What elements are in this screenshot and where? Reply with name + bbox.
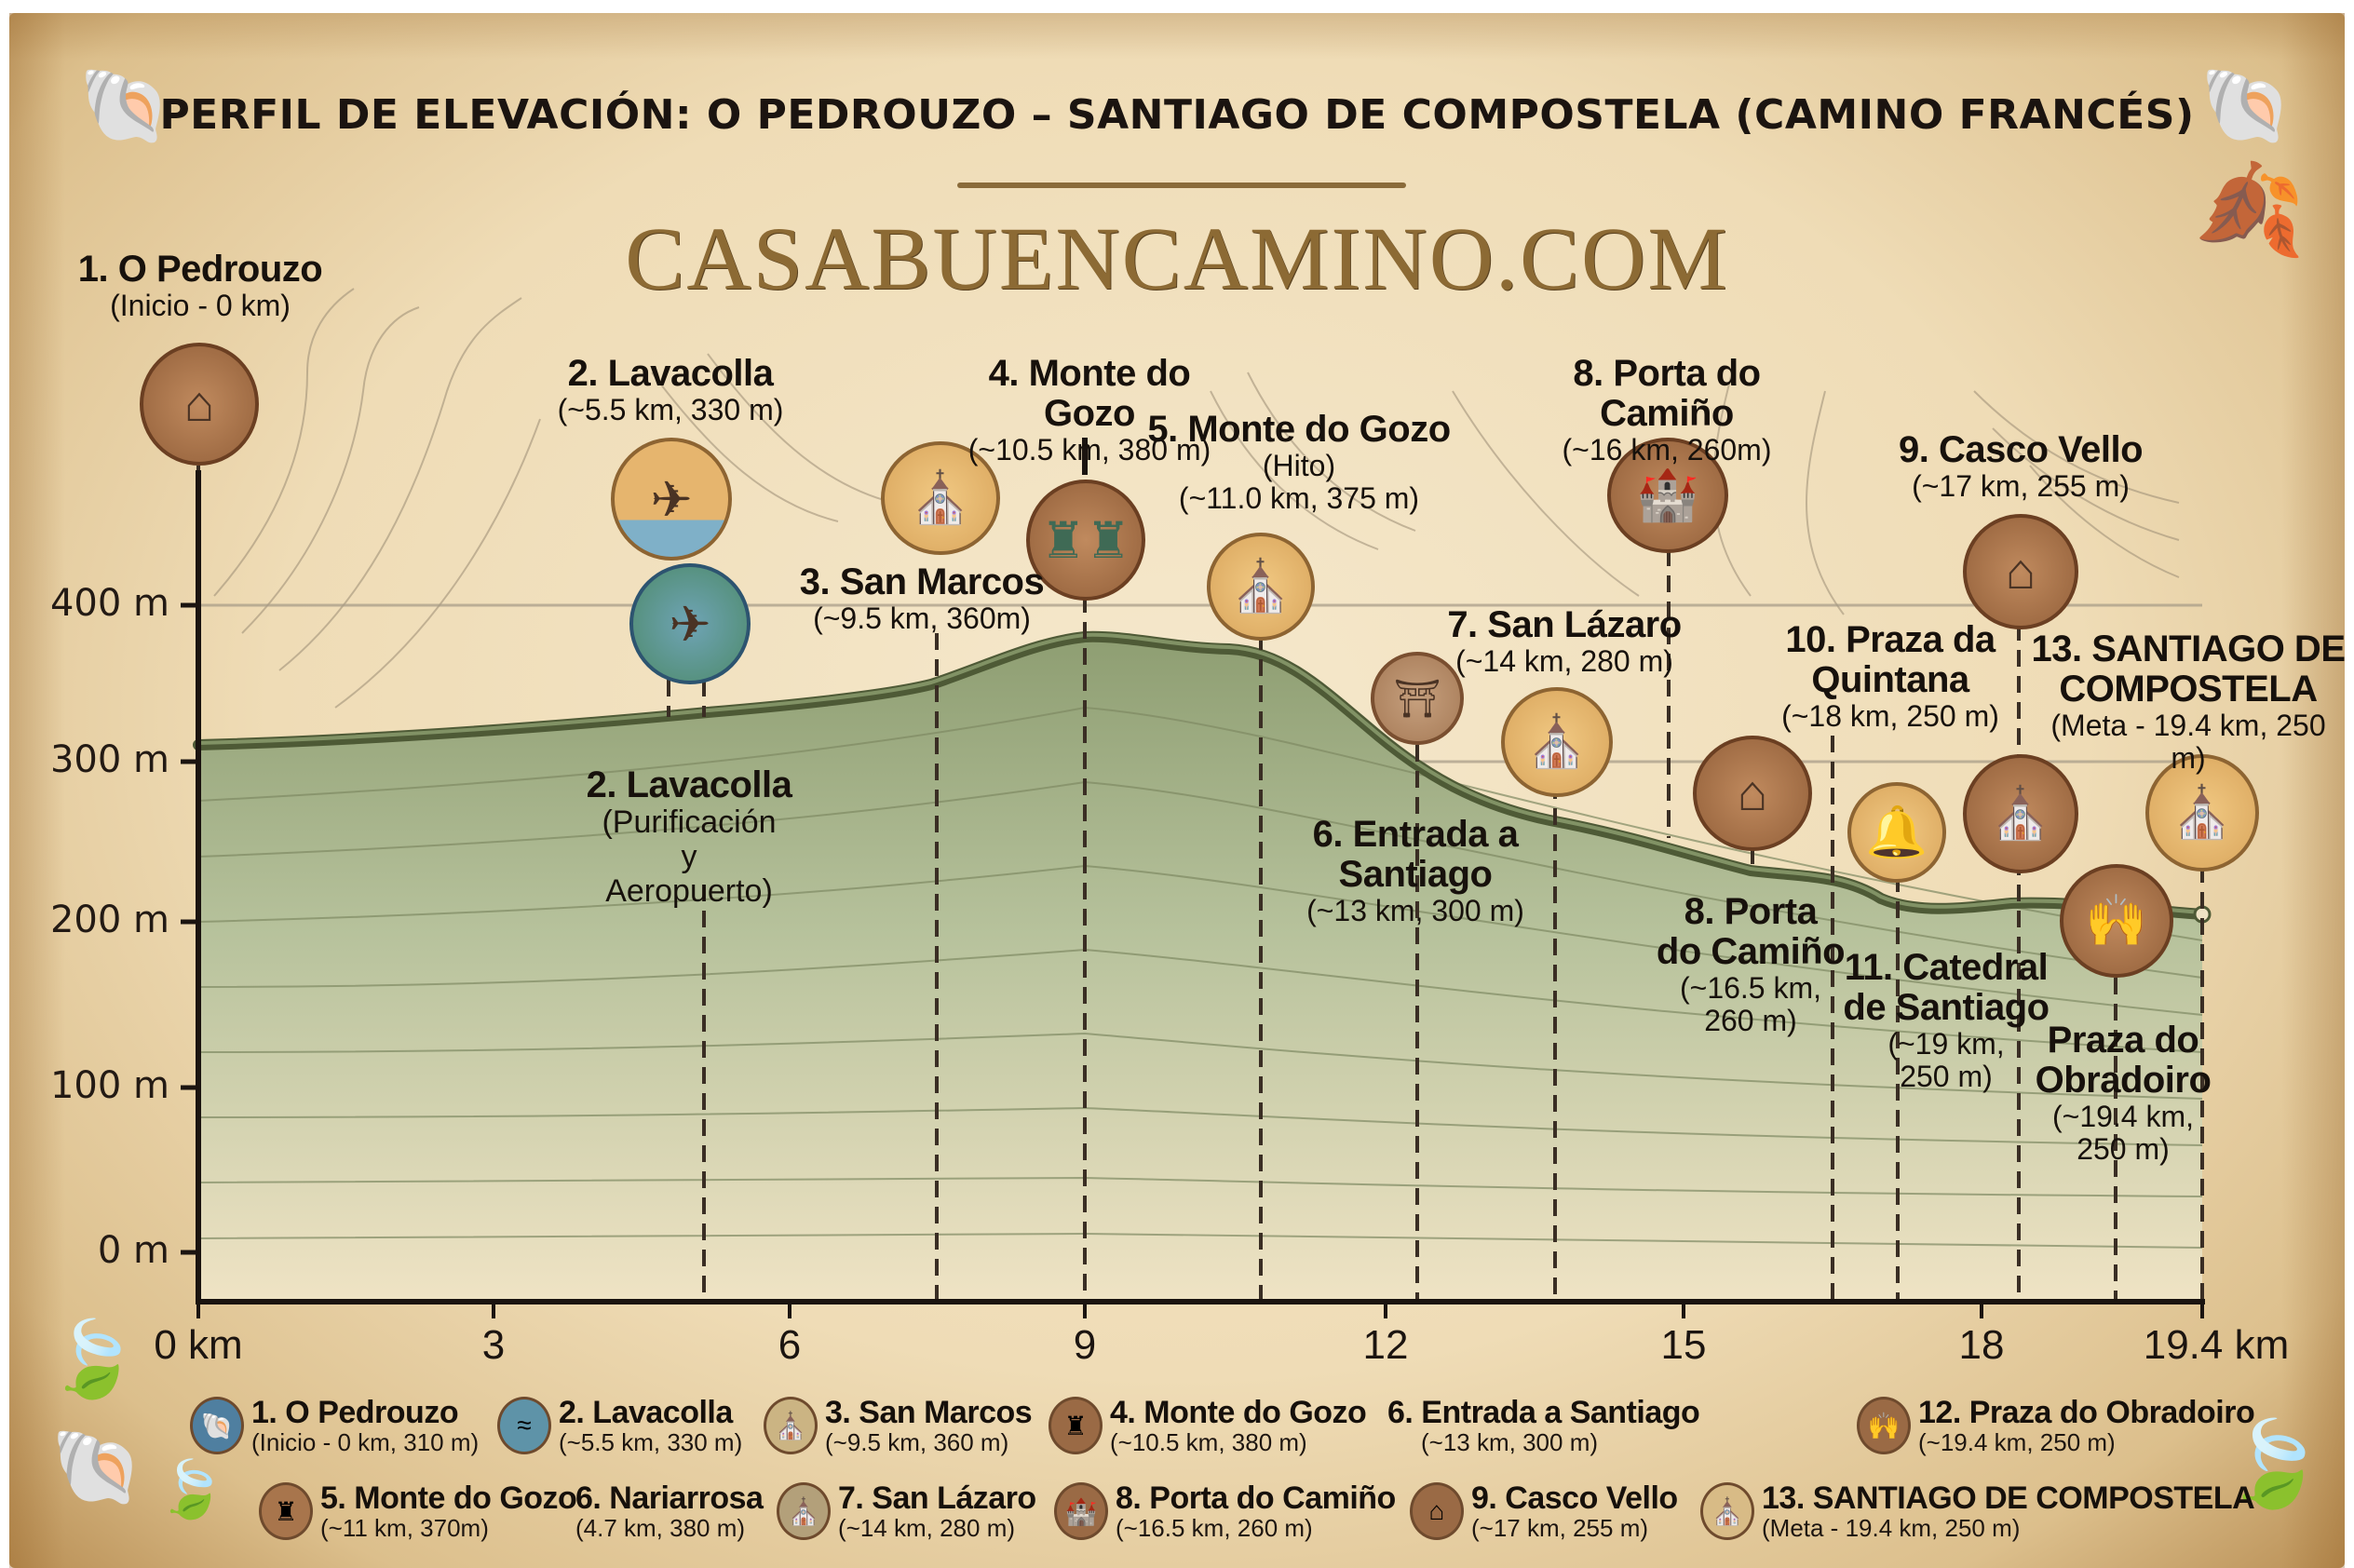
- scallop-shell-icon: 🐚: [2199, 64, 2293, 147]
- legend-item: ⛪ 3. San Marcos(~9.5 km, 360 m): [764, 1396, 1033, 1455]
- old-town-icon: ⌂: [1410, 1482, 1464, 1540]
- topographic-contours: [213, 288, 2180, 709]
- city-gate-icon: 🏰: [1054, 1482, 1108, 1540]
- airplane-icon: ✈: [611, 438, 732, 561]
- x-tick-label: 19.4 km: [2143, 1322, 2290, 1368]
- y-tick-label: 300 m: [49, 738, 169, 781]
- oak-leaf-icon: 🍂: [2194, 160, 2306, 260]
- marker-label-san-lazaro: 7. San Lázaro(~14 km, 280 m): [1447, 604, 1682, 679]
- page-title: PERFIL DE ELEVACIÓN: O PEDROUZO – SANTIA…: [159, 91, 2195, 139]
- title-divider: [957, 182, 1406, 188]
- legend-item: ♜ 4. Monte do Gozo(~10.5 km, 380 m): [1048, 1396, 1367, 1455]
- x-tick-label: 0 km: [154, 1322, 243, 1368]
- marker-label-casco-vello: 9. Casco Vello(~17 km, 255 m): [1898, 429, 2144, 504]
- church-icon: ⛪: [1207, 533, 1315, 641]
- city-gate-icon: 🏰: [1607, 438, 1728, 553]
- monument-icon: ♜: [1048, 1397, 1103, 1454]
- cathedral-icon: ⛪: [2145, 754, 2259, 872]
- x-tick-label: 6: [778, 1322, 802, 1368]
- axes: [196, 470, 2205, 1304]
- monument-icon: ♜: [259, 1482, 313, 1540]
- marker-label-o-pedrouzo: 1. O Pedrouzo(Inicio - 0 km): [77, 249, 323, 323]
- marker-label-monte-do-gozo-hito: 5. Monte do Gozo(Hito)(~11.0 km, 375 m): [1147, 409, 1451, 515]
- legend-item: 🐚 1. O Pedrouzo(Inicio - 0 km, 310 m): [190, 1396, 479, 1455]
- y-tick-label: 400 m: [49, 582, 169, 625]
- scallop-shell-icon: 🐚: [50, 1426, 143, 1508]
- marker-label-san-marcos: 3. San Marcos(~9.5 km, 360m): [799, 561, 1045, 636]
- stone-house-icon: ⌂: [1693, 736, 1812, 851]
- pilgrim-arms-raised-icon: 🙌: [1857, 1397, 1911, 1454]
- river-plane-icon: ✈: [629, 563, 751, 684]
- y-tick-label: 0 m: [97, 1229, 169, 1272]
- cathedral-icon: ⛪: [1700, 1482, 1754, 1540]
- x-tick-label: 12: [1362, 1322, 1409, 1368]
- x-tick-label: 3: [481, 1322, 506, 1368]
- legend-item: 6. Nariarrosa(4.7 km, 380 m): [575, 1480, 764, 1542]
- legend-item: ⛪ 13. SANTIAGO DE COMPOSTELA(Meta - 19.4…: [1700, 1481, 2255, 1541]
- scallop-shell-icon: 🐚: [78, 64, 171, 147]
- scallop-shell-icon: 🐚: [190, 1397, 244, 1454]
- oak-leaf-icon: 🍃: [156, 1458, 226, 1521]
- river-icon: ≈: [497, 1397, 551, 1454]
- legend-item: 🙌 12. Praza do Obradoiro(~19.4 km, 250 m…: [1857, 1396, 2255, 1455]
- brand-wordmark: CASABUENCAMINO.COM: [625, 209, 1729, 308]
- old-town-icon: ⌂: [1963, 514, 2078, 629]
- bell-shrine-icon: 🔔: [1847, 782, 1946, 883]
- x-tick-label: 18: [1958, 1322, 2005, 1368]
- legend-item: 🏰 8. Porta do Camiño(~16.5 km, 260 m): [1054, 1481, 1396, 1541]
- legend-item: ⌂ 9. Casco Vello(~17 km, 255 m): [1410, 1481, 1678, 1541]
- oak-leaf-icon: 🍃: [2222, 1418, 2327, 1511]
- y-tick-label: 200 m: [49, 899, 169, 941]
- legend-item: ♜ 5. Monte do Gozo(~11 km, 370m): [259, 1481, 577, 1541]
- marker-label-lavacolla: 2. Lavacolla(~5.5 km, 330 m): [557, 353, 784, 427]
- marker-guides: [196, 466, 2204, 1304]
- chapel-icon: ⛪: [1501, 687, 1613, 797]
- marker-label-porta-do-camino: 8. Porta do Camiño(~16 km, 260m): [1562, 353, 1772, 467]
- chapel-icon: ⛪: [777, 1482, 831, 1540]
- arch-gate-icon: ⛩: [1371, 652, 1464, 745]
- x-ticks: [196, 1302, 2204, 1318]
- x-tick-label: 15: [1660, 1322, 1707, 1368]
- y-tick-label: 100 m: [49, 1064, 169, 1107]
- cathedral-icon: ⛪: [1963, 754, 2078, 873]
- pilgrim-statues-icon: ♜♜: [1026, 480, 1145, 601]
- chapel-icon: ⛪: [764, 1397, 818, 1454]
- y-ticks: [181, 602, 198, 1255]
- pilgrim-arms-raised-icon: 🙌: [2060, 864, 2173, 978]
- legend-item: 6. Entrada a Santiago(~13 km, 300 m): [1387, 1395, 1700, 1456]
- chapel-icon: ⛪: [881, 441, 1000, 555]
- oak-leaf-icon: 🍃: [47, 1318, 140, 1400]
- marker-label-lavacolla-purificacion: 2. Lavacolla(Purificación y Aeropuerto): [586, 764, 792, 909]
- legend-item: ⛪ 7. San Lázaro(~14 km, 280 m): [777, 1481, 1036, 1541]
- x-tick-label: 9: [1073, 1322, 1097, 1368]
- marker-label-monte-do-gozo: 4. Monte do Gozo(~10.5 km, 380 m): [967, 353, 1211, 467]
- house-icon: ⌂: [140, 343, 259, 466]
- legend-item: ≈ 2. Lavacolla(~5.5 km, 330 m): [497, 1396, 742, 1455]
